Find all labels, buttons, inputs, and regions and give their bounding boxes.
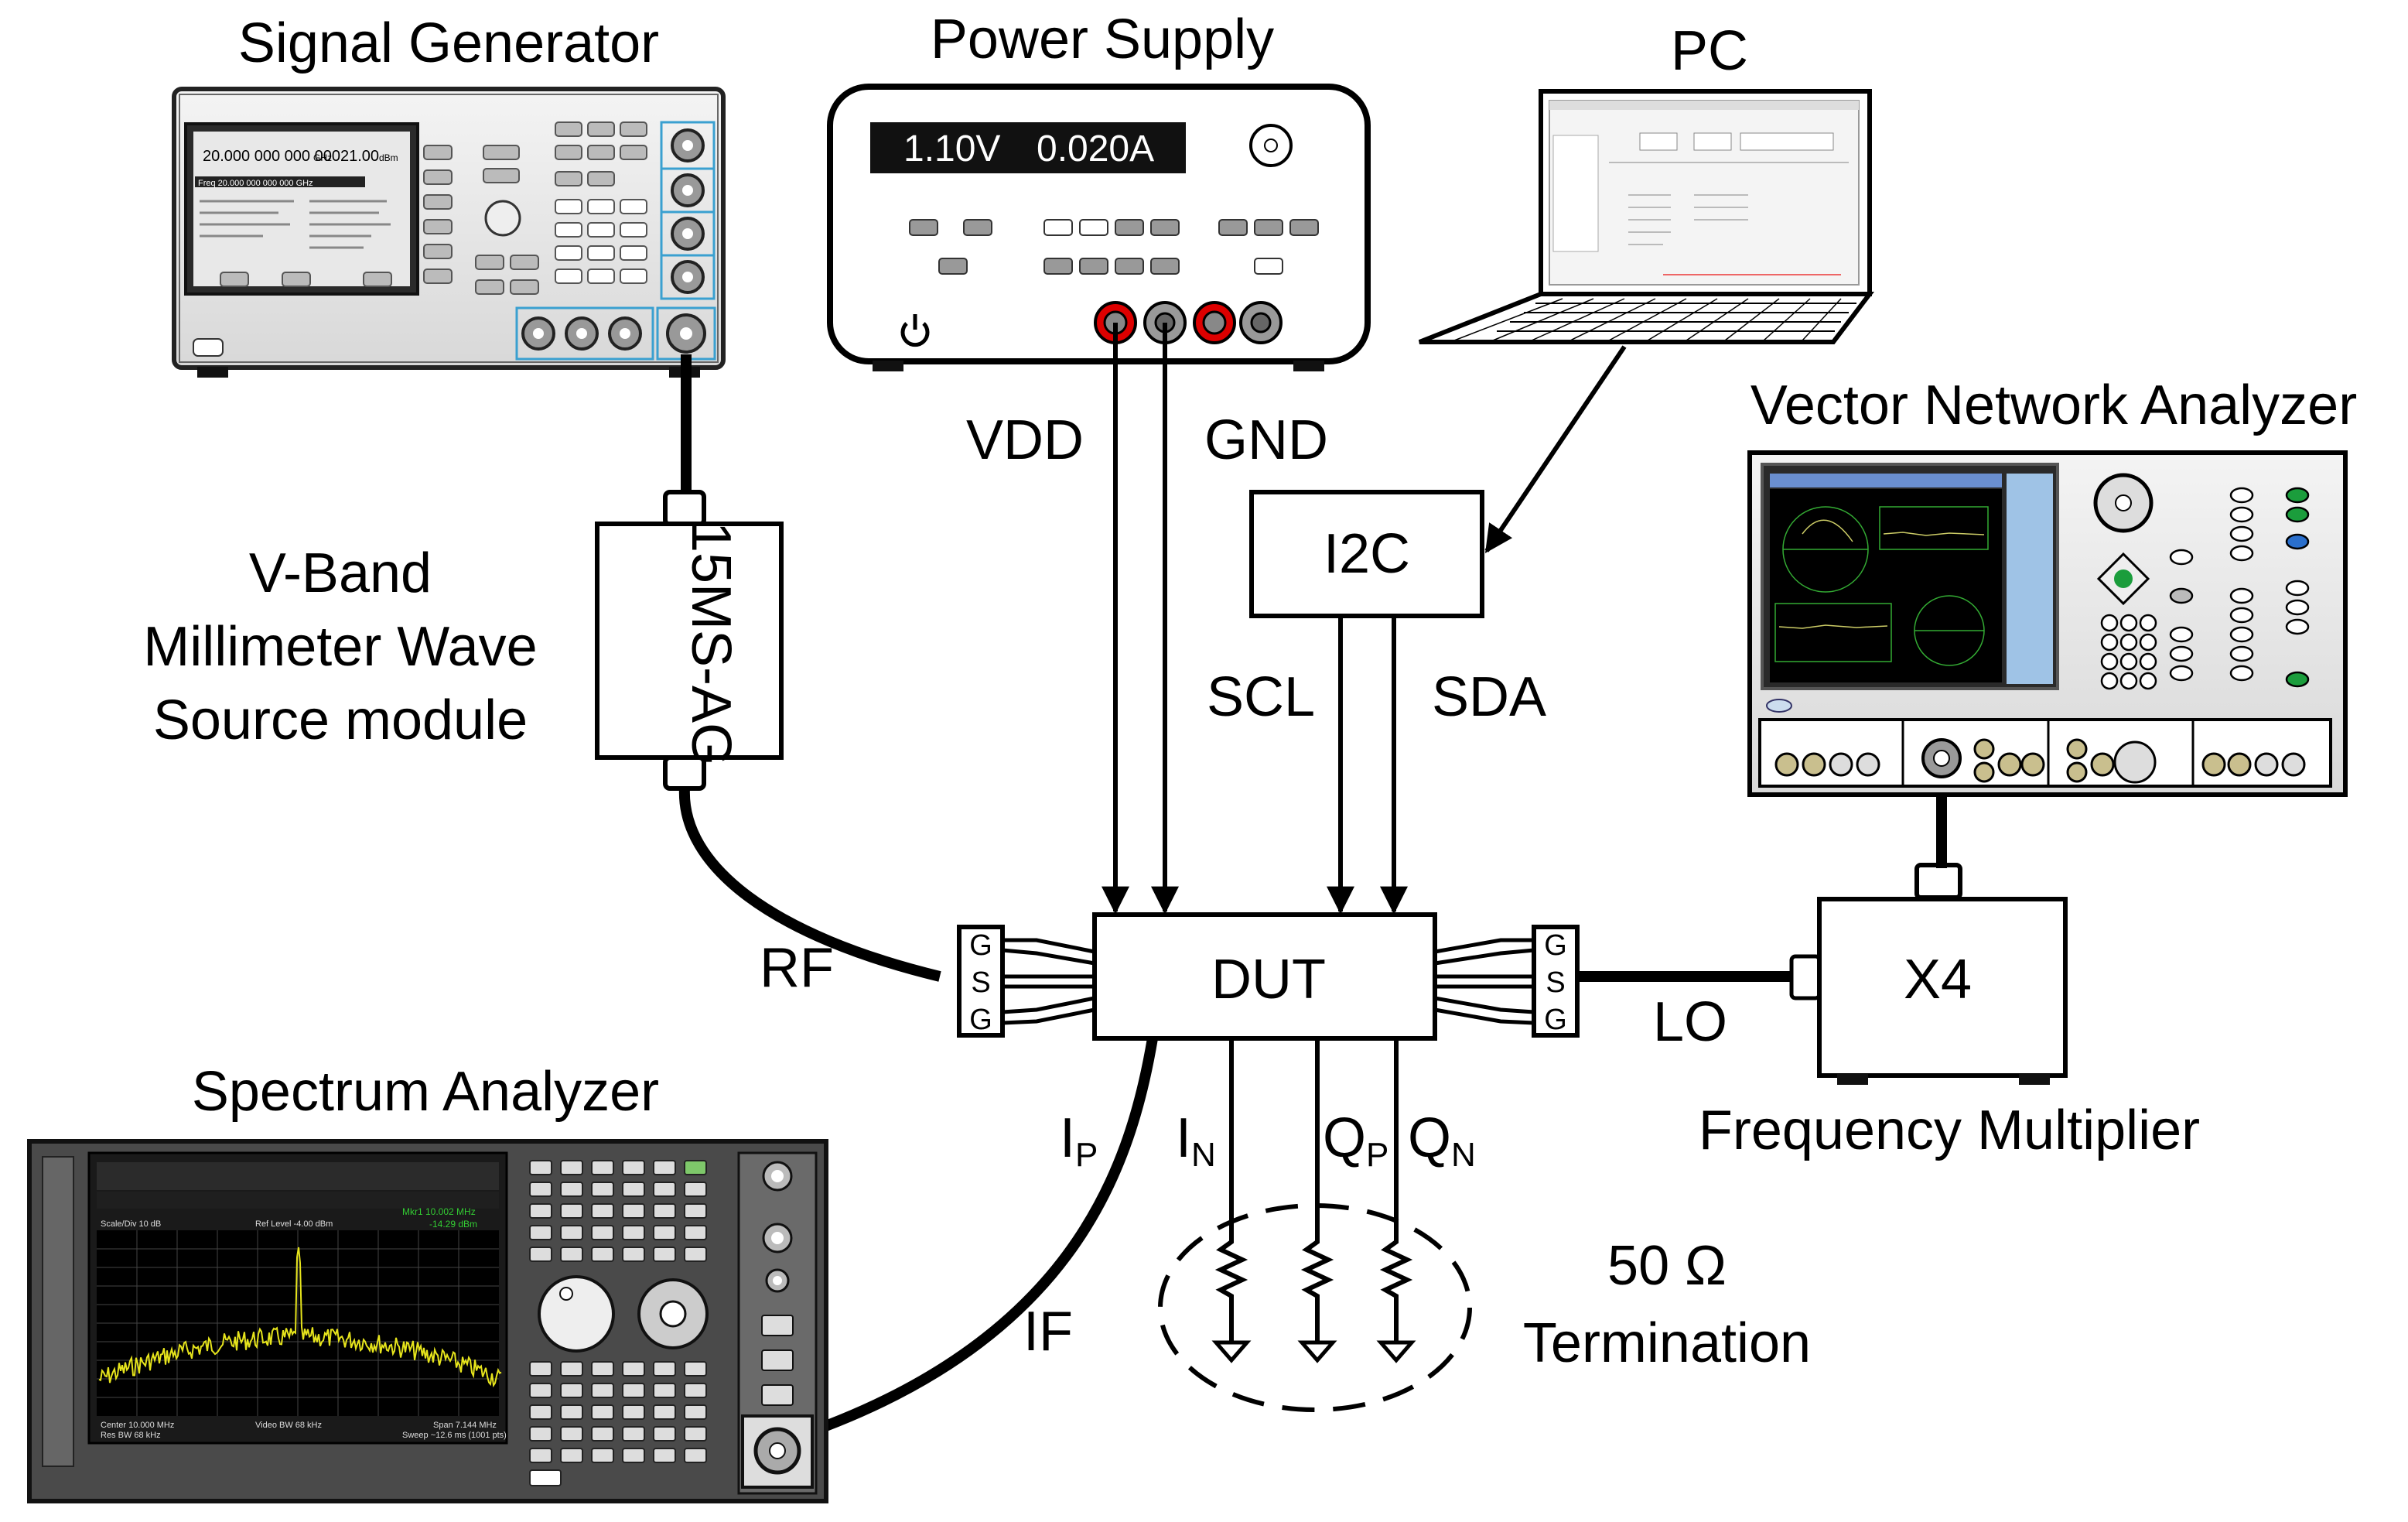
sda-label: SDA bbox=[1432, 666, 1546, 728]
pc-screen bbox=[1549, 100, 1860, 286]
signal-generator-title: Signal Generator bbox=[238, 12, 659, 74]
ground-icon bbox=[1211, 1340, 1252, 1363]
svg-text:G: G bbox=[1544, 1004, 1567, 1036]
qn-label: QN bbox=[1408, 1107, 1476, 1174]
spectrum-analyzer-title: Spectrum Analyzer bbox=[192, 1061, 659, 1123]
if-cable bbox=[787, 1037, 1158, 1445]
svg-text:G: G bbox=[1544, 929, 1567, 962]
frequency-multiplier: X4 Frequency Multiplier bbox=[1699, 863, 2200, 1161]
power-supply: Power Supply 1.10V 0.020A bbox=[827, 9, 1371, 371]
pc-keyboard bbox=[1418, 292, 1875, 344]
lo-label: LO bbox=[1653, 991, 1727, 1053]
multiplier-caption: Frequency Multiplier bbox=[1699, 1100, 2200, 1161]
multiplier-box bbox=[1817, 897, 2068, 1078]
vdd-label: VDD bbox=[966, 409, 1084, 471]
gnd-label: GND bbox=[1204, 409, 1328, 471]
power-icon bbox=[900, 314, 930, 347]
svg-text:dBm: dBm bbox=[379, 152, 398, 163]
vector-network-analyzer: Vector Network Analyzer bbox=[1747, 375, 2357, 797]
sa-nav-pad-icon bbox=[637, 1278, 709, 1349]
knob-icon bbox=[484, 200, 521, 237]
source-caption-3: Source module bbox=[153, 689, 528, 751]
spectrum-analyzer: Spectrum Analyzer Scale/Div 10 dB Ref Le… bbox=[27, 1061, 828, 1503]
rf-label: RF bbox=[760, 937, 834, 999]
gsg-probe-right: G S G bbox=[1434, 925, 1580, 1038]
ps-voltage: 1.10V bbox=[903, 128, 1000, 169]
svg-text:Res BW 68 kHz: Res BW 68 kHz bbox=[101, 1431, 161, 1440]
source-caption-2: Millimeter Wave bbox=[143, 616, 537, 678]
ground-icon bbox=[1297, 1340, 1337, 1363]
pc-title: PC bbox=[1671, 20, 1748, 82]
sg-freq-readout: 20.000 000 000 000 bbox=[203, 148, 340, 165]
sa-knob-icon bbox=[538, 1275, 615, 1353]
scl-label: SCL bbox=[1207, 666, 1315, 728]
source-module-box bbox=[595, 522, 784, 760]
termination-label: Termination bbox=[1523, 1312, 1811, 1374]
source-caption-1: V-Band bbox=[249, 542, 432, 604]
svg-text:Freq 20.000 000 000 000 GHz: Freq 20.000 000 000 000 GHz bbox=[198, 179, 313, 188]
i2c-label: I2C bbox=[1324, 523, 1410, 585]
svg-text:Ref Level -4.00 dBm: Ref Level -4.00 dBm bbox=[255, 1219, 333, 1229]
source-module-connector-top bbox=[663, 490, 706, 527]
svg-text:Sweep ~12.6 ms (1001 pts): Sweep ~12.6 ms (1001 pts) bbox=[402, 1431, 507, 1440]
sg-amp-readout: 21.00 bbox=[340, 148, 379, 165]
svg-text:Video BW 68 kHz: Video BW 68 kHz bbox=[255, 1421, 322, 1430]
svg-text:G: G bbox=[969, 1004, 992, 1036]
svg-text:S: S bbox=[1546, 966, 1565, 999]
vna-nav-pad-icon bbox=[2096, 552, 2150, 606]
source-module: 15MS-AG V-Band Millimeter Wave Source mo… bbox=[143, 490, 784, 791]
power-supply-display bbox=[870, 122, 1186, 173]
iq-outputs: IP IN QP QN 50 Ω Termination bbox=[1060, 1041, 1811, 1412]
source-module-connector-bottom bbox=[663, 755, 706, 791]
pc-to-i2c-arrow bbox=[1484, 345, 1627, 553]
multiplier-label: X4 bbox=[1904, 949, 1972, 1011]
rf-cable bbox=[678, 787, 941, 982]
pc-laptop: PC bbox=[1418, 20, 1875, 344]
if-label: IF bbox=[1023, 1301, 1073, 1363]
in-label: IN bbox=[1176, 1107, 1216, 1174]
svg-text:S: S bbox=[971, 966, 990, 999]
qp-termination-resistor bbox=[1300, 1041, 1334, 1342]
ground-icon bbox=[1376, 1340, 1416, 1363]
in-termination-resistor bbox=[1214, 1041, 1248, 1342]
qn-termination-resistor bbox=[1379, 1041, 1413, 1342]
ps-current: 0.020A bbox=[1037, 128, 1154, 169]
svg-text:Span 7.144 MHz: Span 7.144 MHz bbox=[433, 1421, 497, 1430]
qp-label: QP bbox=[1323, 1107, 1388, 1174]
svg-text:Scale/Div 10 dB: Scale/Div 10 dB bbox=[101, 1219, 161, 1229]
dut-label: DUT bbox=[1211, 949, 1326, 1011]
svg-text:Center 10.000 MHz: Center 10.000 MHz bbox=[101, 1421, 174, 1430]
i2c-block bbox=[1249, 490, 1484, 618]
signal-generator: Signal Generator 20.000 000 000 000 GHz … bbox=[172, 12, 726, 378]
power-supply-title: Power Supply bbox=[931, 9, 1274, 70]
svg-text:GHz: GHz bbox=[313, 152, 332, 163]
sa-trace bbox=[98, 1247, 502, 1388]
sa-marker-value: -14.29 dBm bbox=[429, 1219, 477, 1230]
source-module-label: 15MS-AG bbox=[680, 522, 742, 766]
gsg-probe-left: G S G bbox=[957, 925, 1095, 1038]
svg-text:G: G bbox=[969, 929, 992, 962]
ip-label: IP bbox=[1060, 1107, 1098, 1174]
sa-marker-label: Mkr1 10.002 MHz bbox=[402, 1206, 476, 1217]
termination-group-outline bbox=[1158, 1203, 1472, 1412]
vna-title: Vector Network Analyzer bbox=[1750, 375, 2357, 436]
termination-value: 50 Ω bbox=[1607, 1235, 1727, 1297]
